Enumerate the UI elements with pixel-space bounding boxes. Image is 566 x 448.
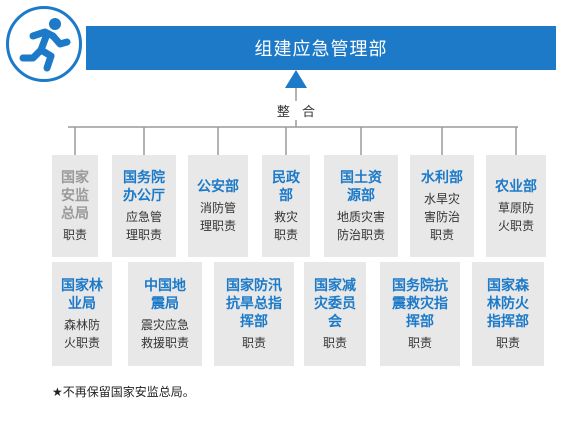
department-duty: 应急管 理职责 — [125, 209, 162, 242]
department-duty: 职责 — [322, 335, 347, 350]
department-box: 国家森 林防火 指挥部职责 — [472, 262, 544, 366]
title-bar: 组建应急管理部 — [86, 26, 556, 70]
department-duty: 职责 — [62, 227, 87, 242]
department-name: 国土资 源部 — [340, 169, 382, 204]
department-box: 国务院抗 震救灾指 挥部职责 — [380, 262, 460, 366]
running-man-logo — [6, 6, 82, 82]
department-box: 国家林 业局森林防 火职责 — [52, 262, 112, 366]
department-name: 中国地 震局 — [144, 277, 186, 312]
department-name: 国家 安监 总局 — [61, 169, 89, 222]
merge-label: 整 合 — [268, 101, 328, 120]
department-box: 国家减 灾委员 会职责 — [304, 262, 366, 366]
department-name: 国家林 业局 — [61, 277, 103, 312]
department-duty: 草原防 火职责 — [497, 200, 534, 233]
footnote: ★不再保留国家安监总局。 — [52, 385, 195, 399]
department-duty: 消防管 理职责 — [199, 200, 236, 233]
department-box: 公安部消防管 理职责 — [188, 155, 248, 257]
running-man-icon — [19, 18, 71, 72]
department-duty: 震灾应急 救援职责 — [140, 317, 189, 350]
department-name: 国务院抗 震救灾指 挥部 — [392, 277, 448, 330]
department-duty: 地质灾害 防治职责 — [336, 209, 385, 242]
department-duty: 森林防 火职责 — [63, 317, 100, 350]
department-box: 国家 安监 总局职责 — [52, 155, 98, 257]
department-duty: 职责 — [241, 335, 266, 350]
department-name: 国务院 办公厅 — [123, 169, 165, 204]
department-duty: 职责 — [495, 335, 520, 350]
department-duty: 职责 — [407, 335, 432, 350]
department-box: 农业部草原防 火职责 — [486, 155, 546, 257]
department-box: 国家防汛 抗旱总指 挥部职责 — [214, 262, 294, 366]
department-name: 民政 部 — [272, 169, 300, 204]
department-box: 国务院 办公厅应急管 理职责 — [112, 155, 176, 257]
department-name: 国家减 灾委员 会 — [314, 277, 356, 330]
department-box: 中国地 震局震灾应急 救援职责 — [128, 262, 202, 366]
department-box: 水利部水旱灾 害防治 职责 — [410, 155, 474, 257]
department-duty: 水旱灾 害防治 职责 — [423, 191, 460, 242]
arrow-up-icon — [285, 70, 307, 88]
department-box: 国土资 源部地质灾害 防治职责 — [324, 155, 398, 257]
department-name: 国家防汛 抗旱总指 挥部 — [226, 277, 282, 330]
department-name: 公安部 — [197, 178, 239, 195]
department-box: 民政 部救灾 职责 — [262, 155, 310, 257]
department-name: 水利部 — [421, 169, 463, 186]
department-duty: 救灾 职责 — [273, 209, 298, 242]
department-name: 农业部 — [495, 178, 537, 195]
department-name: 国家森 林防火 指挥部 — [487, 277, 529, 330]
